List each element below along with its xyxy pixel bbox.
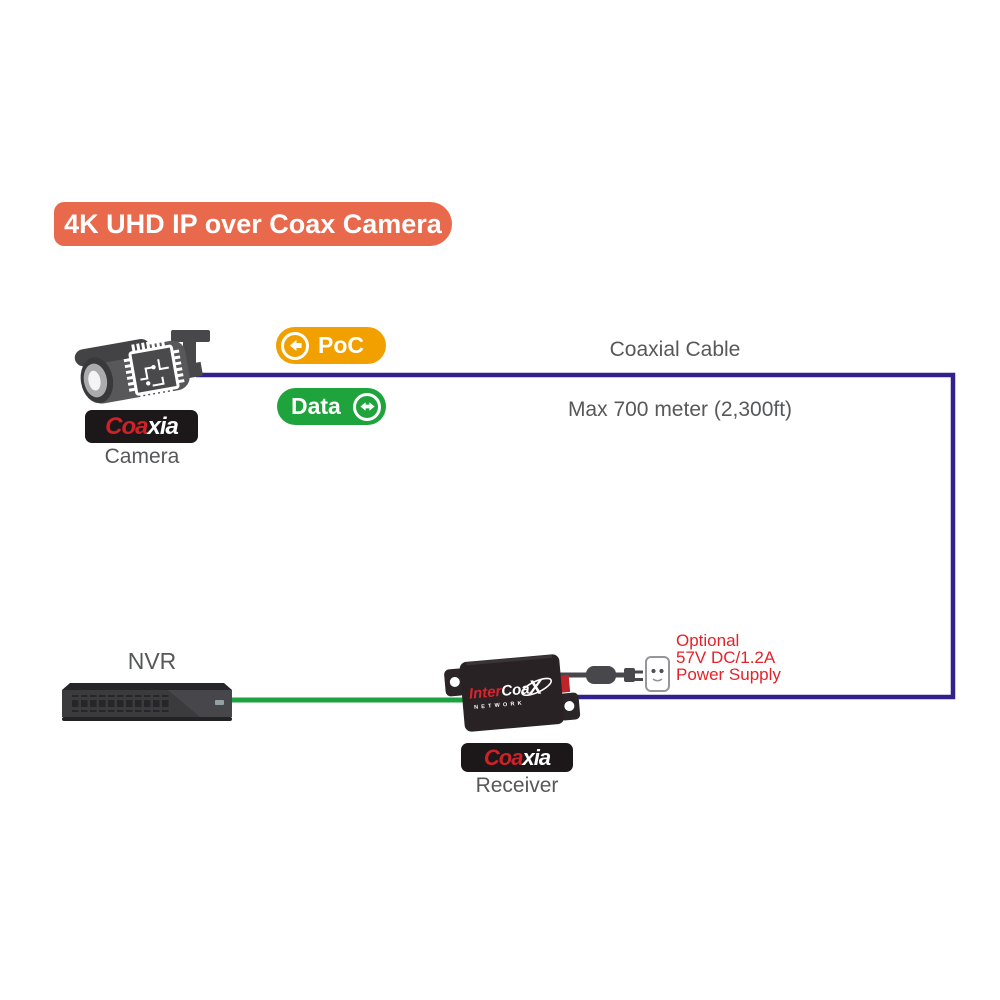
coax-cable-line bbox=[196, 372, 956, 700]
plug-icon bbox=[624, 668, 635, 682]
svg-text:InterCoa: InterCoa bbox=[468, 680, 530, 702]
nvr-label: NVR bbox=[127, 648, 177, 674]
receiver-logo: InterCoa X NETWORK bbox=[463, 672, 562, 714]
camera-brand-red: Coa bbox=[105, 412, 148, 440]
receiver-logo-network: NETWORK bbox=[474, 700, 525, 710]
receiver-logo-inter: Inter bbox=[468, 683, 503, 703]
page-title: 4K UHD IP over Coax Camera bbox=[64, 208, 442, 239]
data-badge: Data bbox=[277, 388, 386, 425]
power-note-line1: Optional bbox=[676, 631, 740, 650]
max-length-label: Max 700 meter (2,300ft) bbox=[567, 398, 793, 421]
nvr-led bbox=[215, 700, 224, 705]
power-note-line2: 57V DC/1.2A bbox=[676, 648, 776, 667]
coaxial-cable-label: Coaxial Cable bbox=[609, 338, 741, 361]
title-banner: 4K UHD IP over Coax Camera bbox=[54, 202, 452, 246]
power-note-line3: Power Supply bbox=[676, 665, 781, 684]
receiver-label: Receiver bbox=[475, 774, 559, 797]
poc-arrow-icon bbox=[281, 331, 309, 360]
receiver-logo-orbit bbox=[521, 677, 553, 697]
nvr-vents bbox=[70, 695, 170, 712]
receiver-logo-coa: Coa bbox=[501, 680, 531, 699]
poc-badge-label: PoC bbox=[318, 332, 364, 358]
camera-brand-white: xia bbox=[147, 412, 178, 440]
camera-icon bbox=[74, 330, 210, 404]
receiver-icon bbox=[444, 654, 581, 732]
poc-badge: PoC bbox=[276, 327, 386, 364]
nvr-icon bbox=[62, 683, 232, 721]
receiver-brand-red: Coa bbox=[483, 744, 524, 770]
power-supply-note: Optional 57V DC/1.2A Power Supply bbox=[676, 632, 816, 683]
data-badge-label: Data bbox=[291, 393, 341, 419]
receiver-brand-white: xia bbox=[522, 744, 551, 770]
receiver-logo-x: X bbox=[527, 676, 545, 699]
camera-label: Camera bbox=[104, 445, 180, 468]
outlet-icon bbox=[645, 656, 670, 692]
chip-icon bbox=[123, 338, 185, 402]
data-arrow-icon bbox=[353, 392, 381, 421]
camera-lens bbox=[80, 357, 114, 404]
